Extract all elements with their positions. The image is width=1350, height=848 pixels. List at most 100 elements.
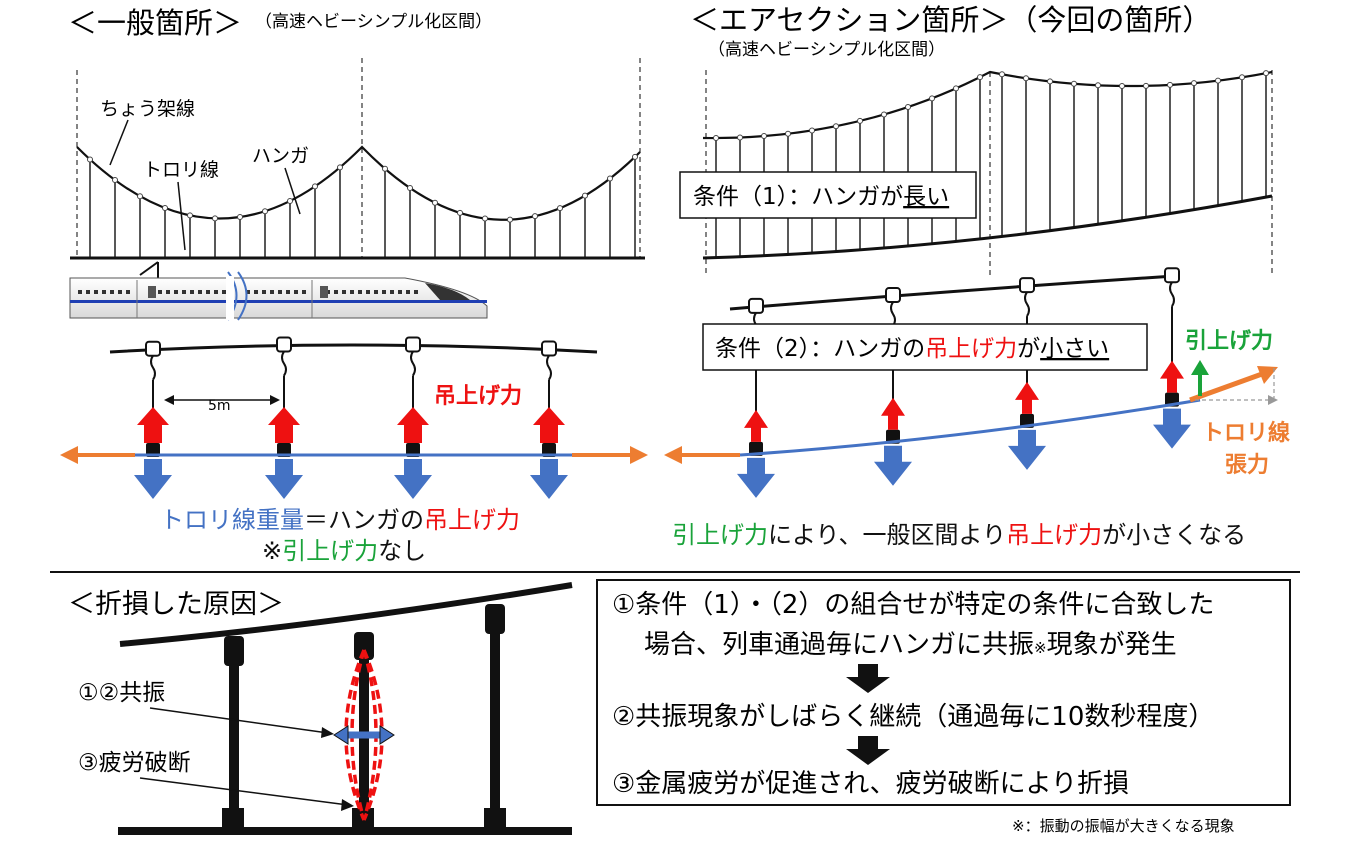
hanger-clamp — [1023, 75, 1029, 82]
weight-arrow — [1153, 408, 1191, 449]
hanger-clamp — [532, 213, 538, 220]
hanger-clamp — [1119, 82, 1125, 89]
lift-force-arrow — [744, 409, 768, 442]
hanger-clamp — [1143, 82, 1149, 89]
hanger-clamp — [713, 135, 719, 142]
hanger-clamp — [953, 85, 959, 92]
hanger-clamp — [1167, 81, 1173, 88]
lift-force-arrow — [268, 407, 300, 443]
hanger-clamp — [507, 216, 513, 223]
cause-title: ＜折損した原因＞ — [68, 589, 284, 620]
messenger-label-pointer — [109, 119, 129, 166]
general-section-subtitle: （高速ヘビーシンプル化区間） — [255, 12, 492, 32]
messenger-wire — [109, 343, 598, 354]
hanger-clamp — [187, 212, 193, 219]
messenger-wire — [729, 274, 1176, 311]
resonance-pointer — [149, 707, 329, 734]
trolley-tension-label-line1: トロリ線 — [1202, 420, 1290, 446]
footnote: ※：振動の振幅が大きくなる現象 — [1012, 817, 1235, 835]
hanger-clamp — [541, 340, 557, 357]
step1-line1: ①条件（1）・（2）の組合せが特定の条件に合致した — [612, 590, 1214, 620]
hanger-clamp — [748, 297, 764, 314]
down-arrow-icon — [846, 664, 890, 693]
hanger-clamp — [1071, 80, 1077, 87]
lift-force-arrow — [533, 407, 565, 443]
trolley-label-pointer — [177, 181, 186, 251]
hanger-group — [87, 153, 638, 258]
hanger-clamp — [432, 199, 438, 206]
hanger-clamp — [276, 336, 292, 353]
lift-force-label: 吊上げ力 — [434, 384, 522, 409]
hanger-clamp — [999, 71, 1005, 78]
hanger-clamp — [1191, 80, 1197, 87]
general-section-title: ＜一般箇所＞ — [68, 6, 242, 40]
hanger-clamp — [407, 185, 413, 192]
hanger-clamp — [929, 95, 935, 102]
hanger-clamp — [237, 214, 243, 221]
weight-arrow — [530, 459, 568, 499]
hanger-clamp — [582, 192, 588, 199]
lift-force-arrow — [1015, 381, 1039, 414]
step1-line2: 場合、列車通過毎にハンガに共振※現象が発生 — [644, 630, 1177, 660]
general-section-panel: ＜一般箇所＞ （高速ヘビーシンプル化区間） ちょう架線 トロリ線 ハンガ — [68, 6, 645, 321]
hanger-clamp — [87, 156, 93, 163]
condition1-label: 条件（1）：ハンガが長い — [693, 184, 949, 210]
hanger-clamp — [1215, 77, 1221, 84]
hanger-clamp — [1019, 277, 1035, 294]
trolley-wire-label: トロリ線 — [143, 159, 219, 181]
weight-arrow — [1008, 429, 1046, 470]
weight-arrow — [737, 457, 775, 498]
pull-up-force-label: 引上げ力 — [1185, 329, 1273, 354]
hanger-clamp — [809, 127, 815, 134]
hanger-clamp — [212, 215, 218, 222]
shinkansen-train-icon — [69, 261, 488, 321]
lift-force-arrow — [881, 397, 905, 430]
lift-force-arrow — [397, 407, 429, 443]
hanger-clamp — [405, 336, 421, 353]
hanger-clamp — [262, 208, 268, 215]
fatigue-pointer — [139, 777, 349, 806]
air-section-summary: 引上げ力により、一般区間より吊上げ力が小さくなる — [672, 521, 1246, 549]
hanger-clamp — [857, 117, 863, 124]
tension-arrowhead-right — [630, 446, 648, 464]
hanger-clamp — [737, 134, 743, 141]
weight-arrow — [874, 445, 912, 486]
hanger-clamp — [1164, 267, 1180, 284]
hanger-clamp — [1263, 70, 1269, 77]
hanger-clamp — [761, 133, 767, 140]
hanger-clamp — [1095, 82, 1101, 89]
hanger-clamp — [607, 175, 613, 182]
hanger-clamp — [382, 165, 388, 172]
hanger-clamp — [287, 197, 293, 204]
hanger-clamp — [905, 104, 911, 111]
hanger-clamp — [977, 74, 983, 81]
hanger-resonating — [344, 632, 384, 828]
down-arrow-icon — [846, 736, 890, 765]
hanger-clamp — [1047, 78, 1053, 85]
hanger-clamp — [112, 177, 118, 184]
step2-text: ②共振現象がしばらく継続（通過毎に10数秒程度） — [612, 702, 1214, 732]
messenger-wire — [76, 145, 641, 221]
air-section-title: ＜エアセクション箇所＞（今回の箇所） — [690, 3, 1211, 37]
hanger-clamp — [137, 193, 143, 200]
hanger-label-pointer — [284, 167, 301, 215]
air-section-panel: ＜エアセクション箇所＞（今回の箇所） （高速ヘビーシンプル化区間） 条件（1）：… — [679, 3, 1273, 275]
trolley-wire — [702, 194, 1273, 260]
messenger-wire — [119, 582, 573, 647]
hanger-clamp — [162, 205, 168, 212]
hanger-clamp — [145, 340, 161, 357]
condition1-box — [679, 171, 977, 219]
cause-steps-panel: ①条件（1）・（2）の組合せが特定の条件に合致した 場合、列車通過毎にハンガに共… — [596, 579, 1291, 806]
hanger-clamp — [632, 153, 638, 160]
hanger-left — [222, 636, 244, 828]
hanger-right — [484, 604, 506, 828]
hanger-clamp — [1239, 74, 1245, 81]
condition2-box — [702, 323, 1148, 371]
trolley-wire — [739, 398, 1201, 457]
hanger-clamp — [885, 287, 901, 304]
spacing-label: 5m — [208, 398, 231, 414]
cause-panel: ＜折損した原因＞ ①②共振 ③疲労破 — [68, 582, 573, 835]
hanger-clamp — [833, 123, 839, 130]
